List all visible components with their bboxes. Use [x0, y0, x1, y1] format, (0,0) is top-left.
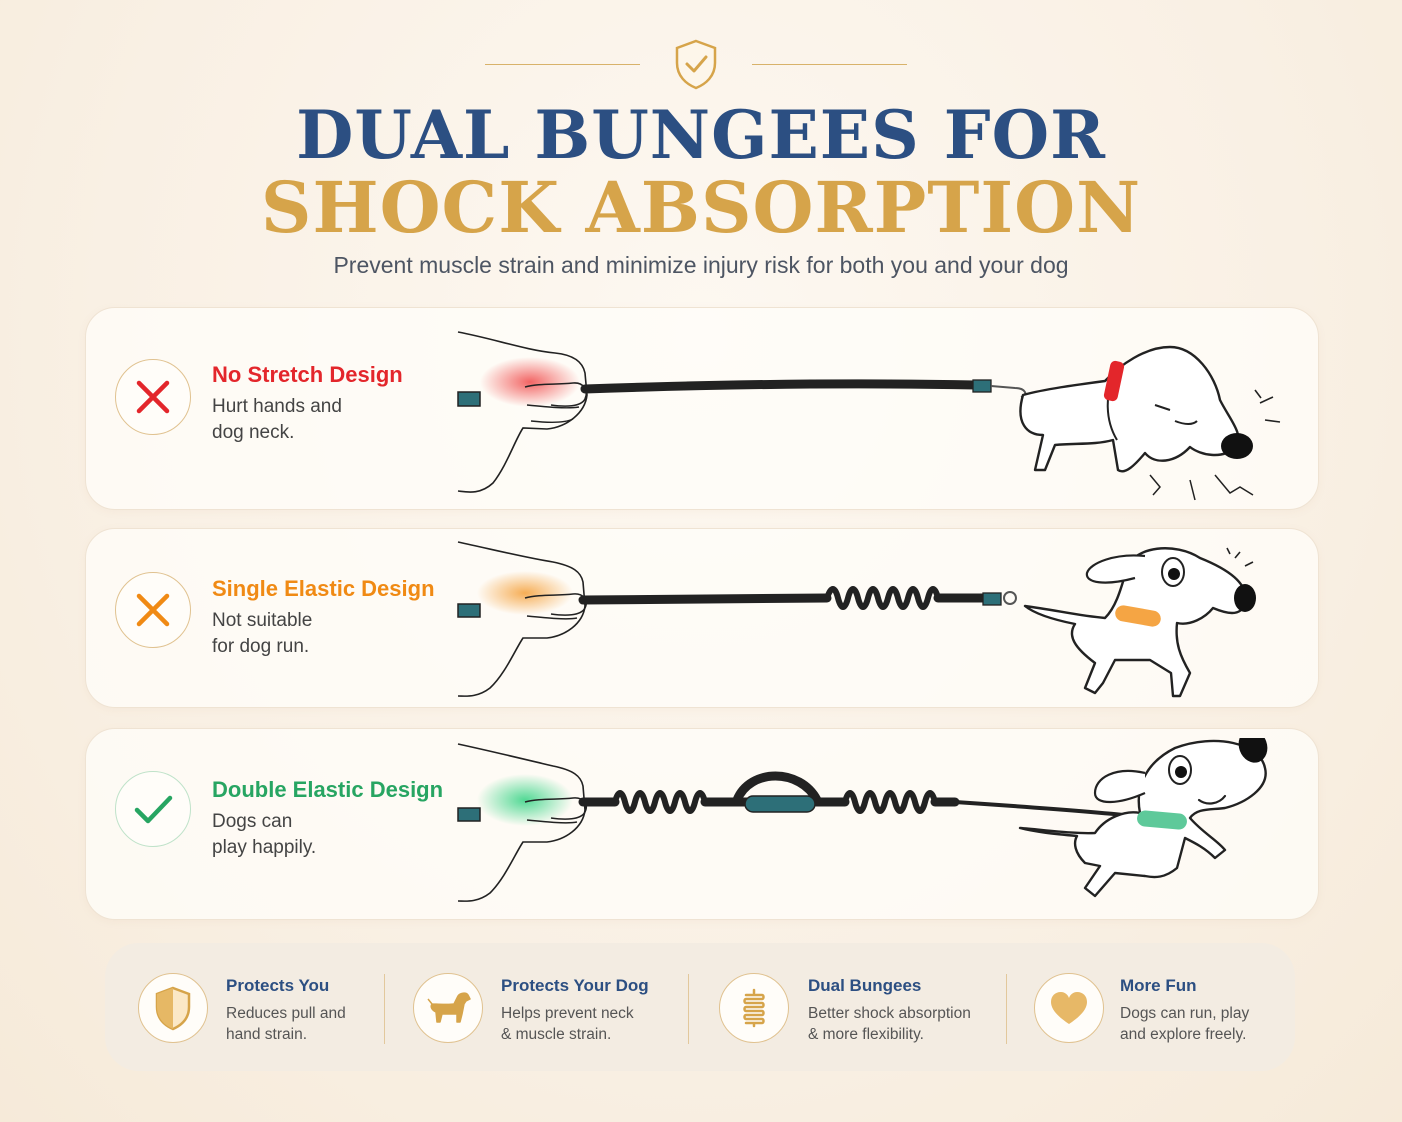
shield-icon [155, 986, 191, 1031]
x-icon [136, 593, 170, 627]
feature-desc-line1: Helps prevent neck [501, 1005, 634, 1022]
row-title-single-elastic: Single Elastic Design [212, 576, 435, 601]
spring-icon [743, 988, 765, 1028]
header-divider-right [752, 64, 907, 65]
heart-icon [1051, 992, 1087, 1024]
row-desc-double-elastic: Dogs can play happily. [212, 809, 412, 861]
feature-title-more-fun: More Fun [1120, 976, 1197, 995]
page-title-line2: SHOCK ABSORPTION [260, 166, 1142, 249]
feature-desc-protects-dog: Helps prevent neck & muscle strain. [501, 1003, 691, 1045]
feature-desc-line2: and explore freely. [1120, 1026, 1247, 1043]
row-desc-line1: Not suitable [212, 610, 313, 631]
check-icon [134, 795, 173, 824]
bungee-coil [824, 586, 941, 610]
feature-divider [1006, 974, 1007, 1044]
row-desc-single-elastic: Not suitable for dog run. [212, 608, 412, 660]
row-desc-line2: dog neck. [212, 422, 295, 443]
feature-divider [384, 974, 385, 1044]
row-desc-no-stretch: Hurt hands and dog neck. [212, 394, 412, 446]
no-stretch-leash-illustration [457, 331, 1281, 501]
feature-title-dual-bungees: Dual Bungees [808, 976, 922, 995]
row-desc-line1: Hurt hands and [212, 396, 342, 417]
feature-divider [688, 974, 689, 1044]
double-elastic-leash-illustration [457, 738, 1268, 902]
feature-desc-dual-bungees: Better shock absorption & more flexibili… [808, 1003, 998, 1045]
feature-title-protects-dog: Protects Your Dog [501, 976, 649, 995]
feature-desc-line1: Better shock absorption [808, 1005, 971, 1022]
dog-icon [427, 992, 471, 1023]
feature-desc-line1: Dogs can run, play [1120, 1005, 1250, 1022]
feature-desc-line2: & muscle strain. [501, 1026, 612, 1043]
feature-desc-line1: Reduces pull and [226, 1005, 346, 1022]
feature-title-protects-you: Protects You [226, 976, 330, 995]
x-icon [136, 380, 170, 414]
single-elastic-leash-illustration [457, 541, 1256, 698]
status-badge-no-stretch [115, 359, 191, 435]
page-title-line1: DUAL BUNGEES FOR [296, 96, 1106, 174]
feature-icon-more-fun [1034, 973, 1104, 1043]
feature-desc-line2: hand strain. [226, 1026, 307, 1043]
header-divider-left [485, 64, 640, 65]
feature-desc-protects-you: Reduces pull and hand strain. [226, 1003, 416, 1045]
status-badge-single-elastic [115, 572, 191, 648]
feature-icon-protects-dog [413, 973, 483, 1043]
row-title-no-stretch: No Stretch Design [212, 362, 403, 387]
shield-check-icon [675, 39, 717, 90]
page-subtitle: Prevent muscle strain and minimize injur… [333, 252, 1069, 278]
feature-desc-more-fun: Dogs can run, play and explore freely. [1120, 1003, 1310, 1045]
status-badge-double-elastic [115, 771, 191, 847]
feature-desc-line2: & more flexibility. [808, 1026, 924, 1043]
row-desc-line2: for dog run. [212, 636, 310, 657]
feature-icon-dual-bungees [719, 973, 789, 1043]
row-title-double-elastic: Double Elastic Design [212, 777, 444, 802]
feature-icon-protects-you [138, 973, 208, 1043]
row-desc-line2: play happily. [212, 837, 317, 858]
row-desc-line1: Dogs can [212, 811, 293, 832]
